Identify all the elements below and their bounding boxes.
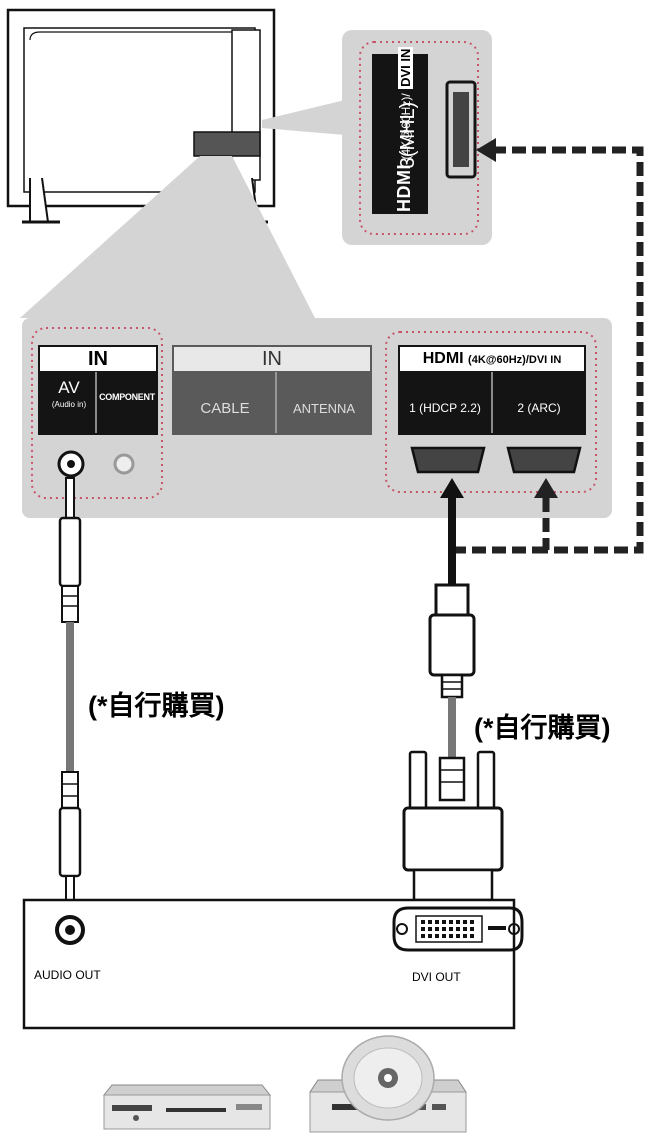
dvi-out-label: DVI OUT [412, 970, 461, 984]
antenna-group-header: IN [262, 348, 282, 370]
rear-panel [22, 318, 612, 518]
left-cable-note: (*自行購買) [88, 691, 225, 721]
side-port-label: 3(MHL) [397, 101, 419, 169]
source-device [22, 898, 524, 1030]
component-label: COMPONENT [99, 392, 155, 402]
hdmi-group-header: HDMI (4K@60Hz)/DVI IN [402, 347, 582, 371]
hdmi-port1-label: 1 (HDCP 2.2) [409, 401, 481, 415]
cable-port-label: CABLE [200, 400, 250, 417]
hdmi-port2-label: 2 (ARC) [517, 401, 561, 415]
antenna-port-label: ANTENNA [292, 401, 356, 416]
hdmi-spec: (4K@60Hz)/DVI IN [468, 354, 562, 366]
dvd-player-icon [102, 1084, 272, 1130]
audio-cable [58, 477, 82, 913]
dashed-cable-route [452, 146, 644, 554]
av-sub-label: (Audio in) [51, 400, 87, 409]
tv-rear-illustration [6, 8, 345, 318]
disc-player-icon [309, 1035, 467, 1133]
audio-out-label: AUDIO OUT [34, 968, 101, 982]
side-panel-callout [342, 30, 492, 245]
arrow-to-side-port [476, 138, 496, 162]
av-label: AV [58, 378, 80, 397]
arrow-to-hdmi2 [534, 478, 558, 498]
av-header: IN [88, 348, 108, 370]
hdmi-dvi-cable [402, 478, 504, 902]
hdmi-logo: HDMI [422, 350, 464, 367]
right-cable-note: (*自行購買) [474, 713, 611, 743]
